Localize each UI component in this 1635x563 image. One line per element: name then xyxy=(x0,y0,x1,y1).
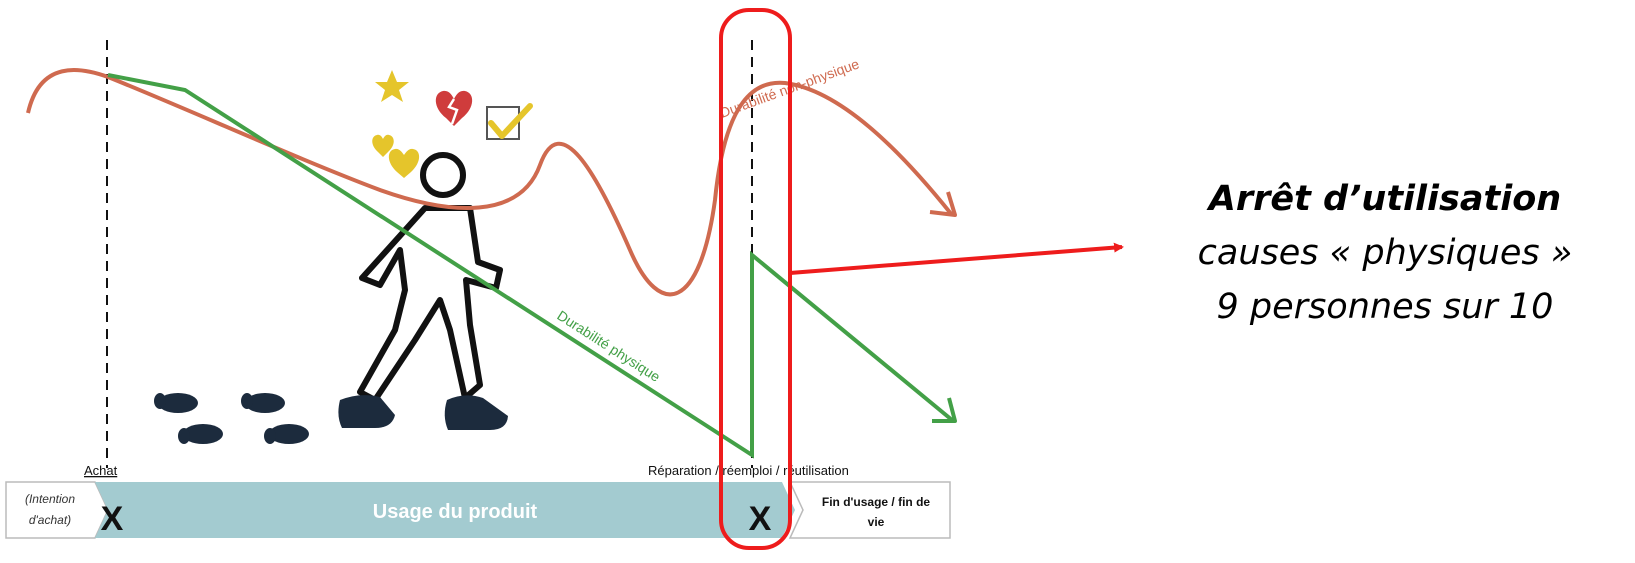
stop-usage-callout: Arrêt d’utilisation causes « physiques »… xyxy=(1150,172,1620,334)
star-icon xyxy=(375,70,409,102)
callout-stat: 9 personnes sur 10 xyxy=(1150,280,1620,334)
purchase-x-marker: X xyxy=(101,500,124,538)
physical-curve-label: Durabilité physique xyxy=(554,307,663,385)
purchase-intent-box xyxy=(6,482,108,538)
walking-person-icon xyxy=(338,155,508,430)
broken-heart-icon xyxy=(436,91,472,126)
end-of-life-line1: Fin d'usage / fin de xyxy=(822,495,931,509)
purchase-intent-line2: d'achat) xyxy=(29,513,71,527)
checkbox-icon xyxy=(487,106,530,139)
stop-x-marker: X xyxy=(749,500,772,538)
callout-causes: causes « physiques » xyxy=(1150,226,1620,280)
end-of-life-box xyxy=(790,482,950,538)
purchase-label: Achat xyxy=(84,463,118,478)
pointer-arrow xyxy=(790,247,1122,273)
non-physical-durability-curve xyxy=(28,70,952,294)
hearts-icon xyxy=(372,135,419,178)
end-of-life-line2: vie xyxy=(868,515,885,529)
usage-label: Usage du produit xyxy=(373,501,538,523)
repair-label: Réparation / réemploi / réutilisation xyxy=(648,463,849,478)
footprints-icon xyxy=(154,393,309,444)
purchase-intent-line1: (Intention xyxy=(25,492,75,506)
callout-title: Arrêt d’utilisation xyxy=(1150,172,1620,226)
